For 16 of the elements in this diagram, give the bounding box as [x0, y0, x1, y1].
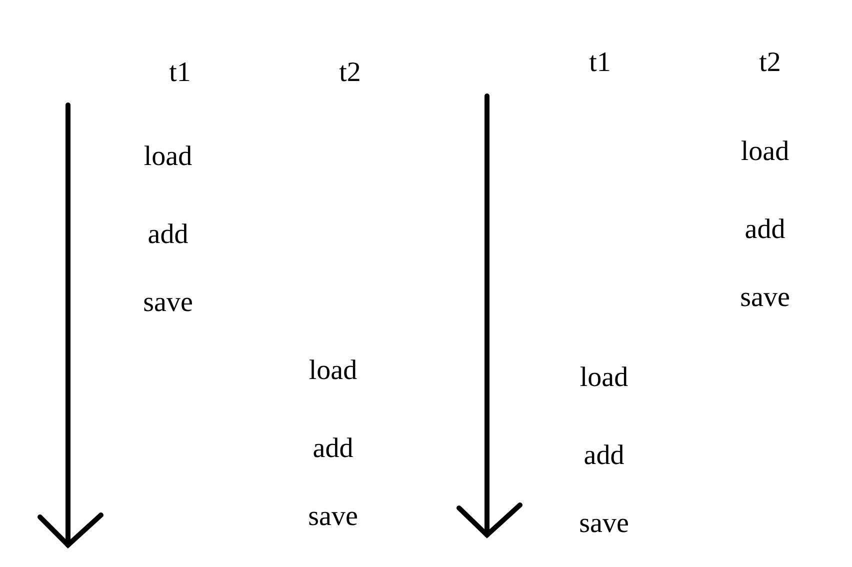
- step-label: save: [740, 284, 790, 312]
- column-header: t1: [589, 49, 611, 77]
- step-label: add: [148, 221, 188, 249]
- step-label: add: [312, 435, 354, 463]
- step-label: load: [144, 143, 192, 171]
- step-label: save: [143, 289, 193, 317]
- column-header: t2: [339, 59, 361, 87]
- column-header: t1: [169, 59, 191, 87]
- step-label: add: [584, 442, 624, 470]
- step-label: add: [744, 216, 786, 244]
- column-header: t2: [759, 49, 781, 77]
- step-label: save: [579, 510, 629, 538]
- step-label: save: [308, 503, 358, 531]
- step-label: load: [580, 364, 628, 392]
- step-label: load: [308, 357, 358, 385]
- step-label: load: [740, 138, 790, 166]
